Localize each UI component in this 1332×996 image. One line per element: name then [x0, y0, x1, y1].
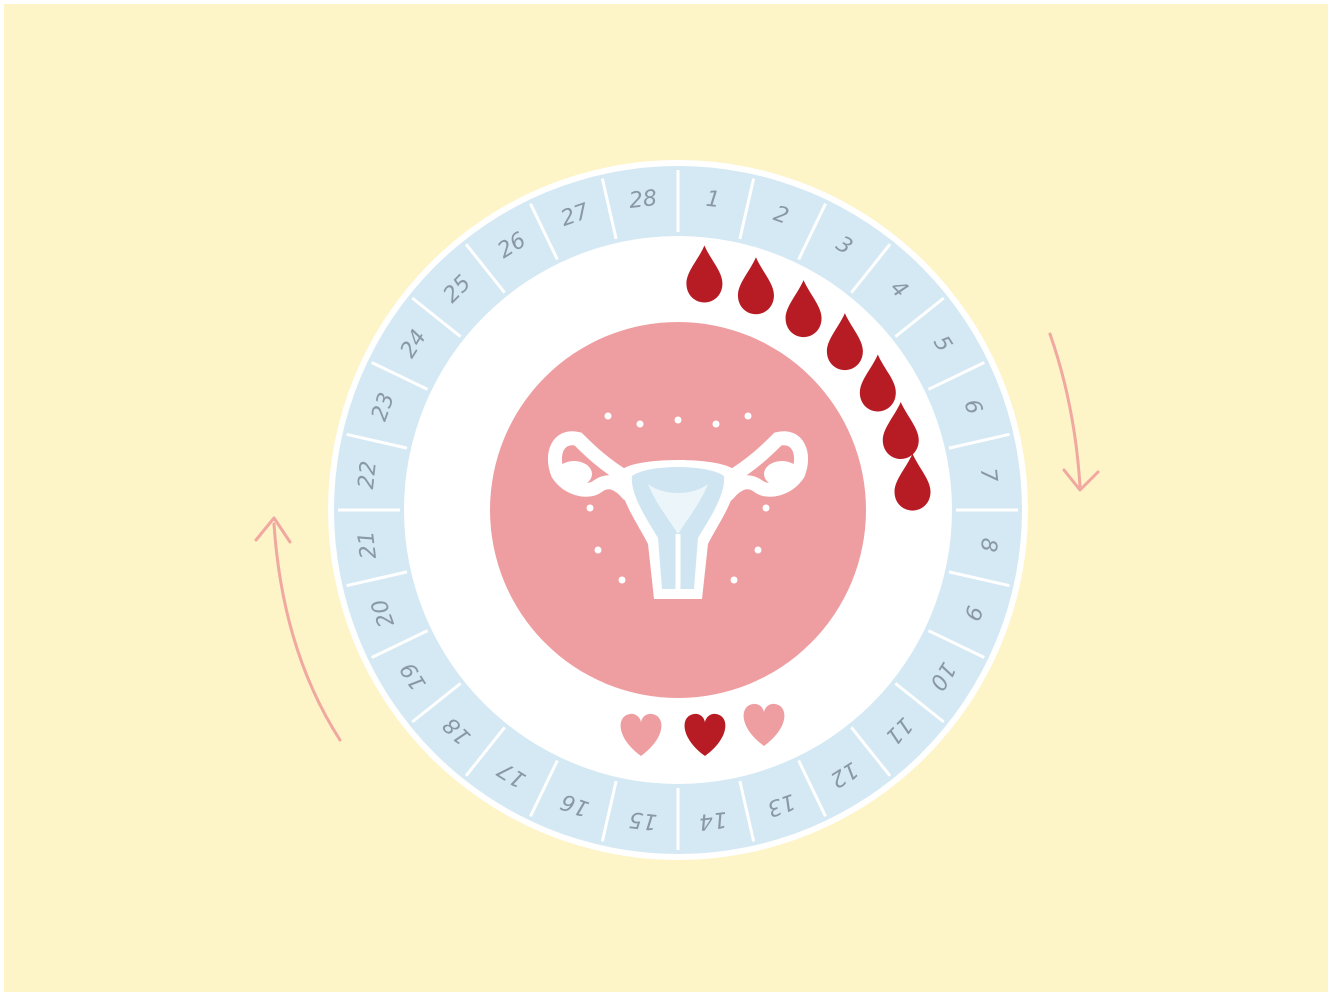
day-label-28: 28 [628, 186, 659, 214]
day-label-21: 21 [354, 530, 382, 561]
halo-dot [675, 417, 682, 424]
cycle-arrow-icon [256, 518, 340, 740]
halo-dot [595, 547, 602, 554]
halo-dot [763, 505, 770, 512]
halo-dot [755, 547, 762, 554]
day-label-15: 15 [628, 806, 659, 834]
halo-dot [713, 421, 720, 428]
day-label-22: 22 [354, 460, 382, 491]
halo-dot [731, 577, 738, 584]
menstrual-cycle-diagram: 1234567891011121314151617181920212223242… [4, 4, 1328, 992]
day-label-7: 7 [975, 467, 1001, 484]
day-label-8: 8 [975, 537, 1001, 554]
halo-dot [637, 421, 644, 428]
day-label-1: 1 [705, 187, 722, 213]
halo-dot [587, 505, 594, 512]
halo-dot [605, 413, 612, 420]
day-label-14: 14 [698, 806, 729, 834]
halo-dot [745, 413, 752, 420]
cycle-arrow-icon [1050, 334, 1098, 490]
halo-dot [619, 577, 626, 584]
